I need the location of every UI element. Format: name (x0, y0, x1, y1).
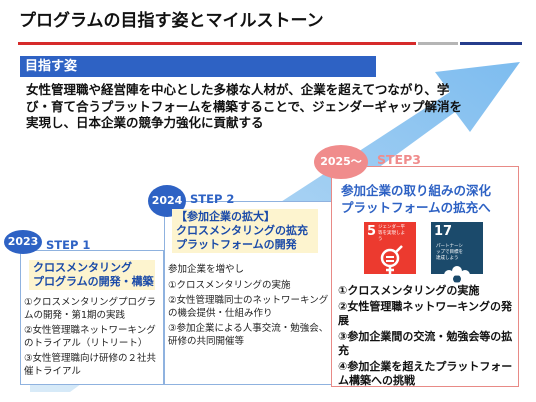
step3-label: STEP3 (377, 152, 421, 167)
sdg17-label: パートナーシップで目標を達成しよう (436, 244, 463, 261)
step3-panel (331, 166, 519, 387)
list-item: ②女性管理職ネットワーキングのトライアル（リトリート） (24, 325, 156, 349)
step1-year-badge: 2023 (4, 230, 42, 254)
step3-year-badge: 2025～ (314, 145, 368, 179)
list-item: ②女性管理職ネットワーキングの発展 (338, 299, 512, 328)
step3-list: ①クロスメンタリングの実施 ②女性管理職ネットワーキングの発展 ③参加企業間の交… (338, 284, 516, 390)
list-item: ③参加企業間の交流・勉強会等の拡充 (338, 329, 513, 358)
step1-label: STEP 1 (46, 238, 91, 252)
list-item: ①クロスメンタリングの実施 (168, 279, 291, 291)
title-underline-red (18, 42, 416, 45)
list-item: ①クロスメンタリングプログラムの開発・第1期の実践 (24, 297, 157, 321)
sdg5-label: ジェンダー平等を実現しよう (378, 225, 406, 242)
list-item: ④参加企業を超えたプラットフォーム構築への挑戦 (338, 359, 513, 388)
title-underline-grey (418, 42, 458, 45)
step2-list: 参加企業を増やし ①クロスメンタリングの実施 ②女性管理職同士のネットワーキング… (168, 264, 330, 351)
step1-highlight: クロスメンタリング プログラムの開発・構築 (29, 260, 155, 290)
step3-heading: 参加企業の取り組みの深化 プラットフォームの拡充へ (341, 183, 492, 215)
step2-intro: 参加企業を増やし (168, 264, 245, 275)
partnership-flower-icon (444, 266, 470, 292)
sdg5-number: 5 (367, 224, 377, 239)
gender-equality-icon (380, 245, 403, 274)
list-item: ③女性管理職向け研修の２社共催トライアル (24, 353, 157, 377)
step2-highlight: 【参加企業の拡大】 クロスメンタリングの拡充 プラットフォームの開発 (172, 209, 318, 253)
goal-heading: 目指す姿 (20, 56, 376, 77)
list-item: ③参加企業による人事交流・勉強会、研修の共同開催等 (168, 323, 329, 347)
page-title: プログラムの目指す姿とマイルストーン (19, 11, 324, 31)
sdg17-partnership-icon: 17 パートナーシップで目標を達成しよう (431, 222, 483, 292)
list-item: ②女性管理職同士のネットワーキングの機会提供・仕組み作り (168, 295, 329, 319)
list-item: ①クロスメンタリングの実施 (338, 284, 480, 297)
step2-label: STEP 2 (190, 192, 235, 206)
sdg17-number: 17 (434, 224, 453, 239)
title-underline-navy (460, 42, 522, 45)
goal-text: 女性管理職や経営陣を中心とした多様な人材が、企業を超えてつながり、学び・育て合う… (26, 82, 463, 130)
step1-list: ①クロスメンタリングプログラムの開発・第1期の実践 ②女性管理職ネットワーキング… (24, 297, 164, 381)
